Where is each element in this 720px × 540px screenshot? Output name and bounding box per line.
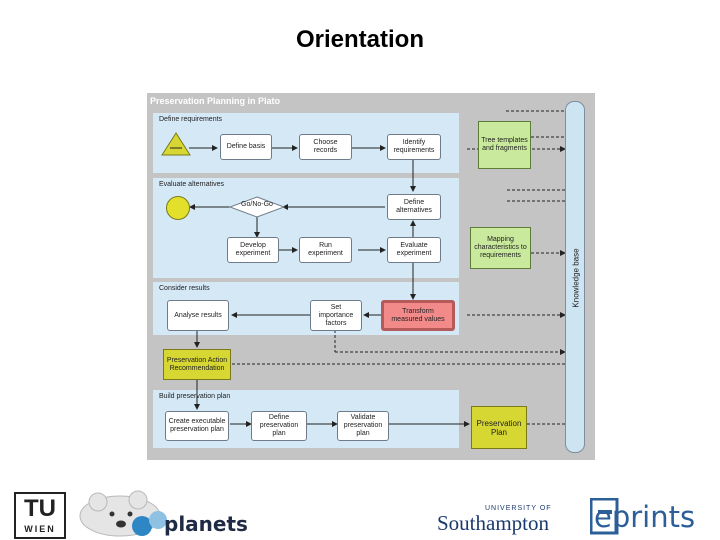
node-identify-requirements: Identify requirements <box>387 134 441 160</box>
knowledge-base: Knowledge base <box>565 101 585 453</box>
southampton-top-text: UNIVERSITY OF <box>485 505 552 512</box>
node-develop-experiment: Develop experiment <box>227 237 279 263</box>
tu-wien-logo-top: TU <box>24 495 56 522</box>
node-define-alternatives: Define alternatives <box>387 194 441 220</box>
section-label: Consider results <box>159 285 210 292</box>
node-choose-records: Choose records <box>299 134 352 160</box>
node-analyse-results: Analyse results <box>167 300 229 331</box>
node-preservation-action: Preservation Action Recommendation <box>163 349 231 380</box>
planets-orbs-icon <box>132 511 167 536</box>
planets-logo-text: planets <box>164 512 248 536</box>
diagram-header: Preservation Planning in Plato <box>150 96 281 106</box>
section-label: Define requirements <box>159 116 223 123</box>
section-label: Build preservation plan <box>159 393 231 400</box>
node-mapping: Mapping characteristics to requirements <box>470 227 531 269</box>
node-create-executable: Create executable preservation plan <box>165 411 229 441</box>
go-no-go-diamond <box>229 196 285 218</box>
southampton-logo-text: Southampton <box>437 511 550 535</box>
node-tree-templates: Tree templates and fragments <box>478 121 531 169</box>
node-define-plan: Define preservation plan <box>251 411 307 441</box>
page-title: Orientation <box>295 26 424 53</box>
eprints-logo-text: eprints <box>594 500 696 534</box>
go-no-go-circle-icon <box>166 196 190 220</box>
section-label: Evaluate alternatives <box>159 181 224 188</box>
node-define-basis: Define basis <box>220 134 272 160</box>
eprints-e-icon <box>590 498 619 535</box>
plato-diagram: Preservation Planning in Plato Define re… <box>147 93 595 460</box>
node-transform-values: Transform measured values <box>381 300 455 331</box>
node-go-no-go-label: Go/No-Go <box>241 201 273 208</box>
tu-wien-logo: TU WIEN <box>14 492 66 539</box>
warning-triangle-icon <box>161 132 191 156</box>
tu-wien-logo-bottom: WIEN <box>24 524 56 534</box>
node-set-importance: Set importance factors <box>310 300 362 331</box>
logo-strip: TU WIEN planets UNIVERSITY OF Southampto… <box>0 484 720 540</box>
node-validate-plan: Validate preservation plan <box>337 411 389 441</box>
node-evaluate-experiment: Evaluate experiment <box>387 237 441 263</box>
node-run-experiment: Run experiment <box>299 237 352 263</box>
node-preservation-plan: Preservation Plan <box>471 406 527 449</box>
knowledge-base-label: Knowledge base <box>571 248 581 308</box>
